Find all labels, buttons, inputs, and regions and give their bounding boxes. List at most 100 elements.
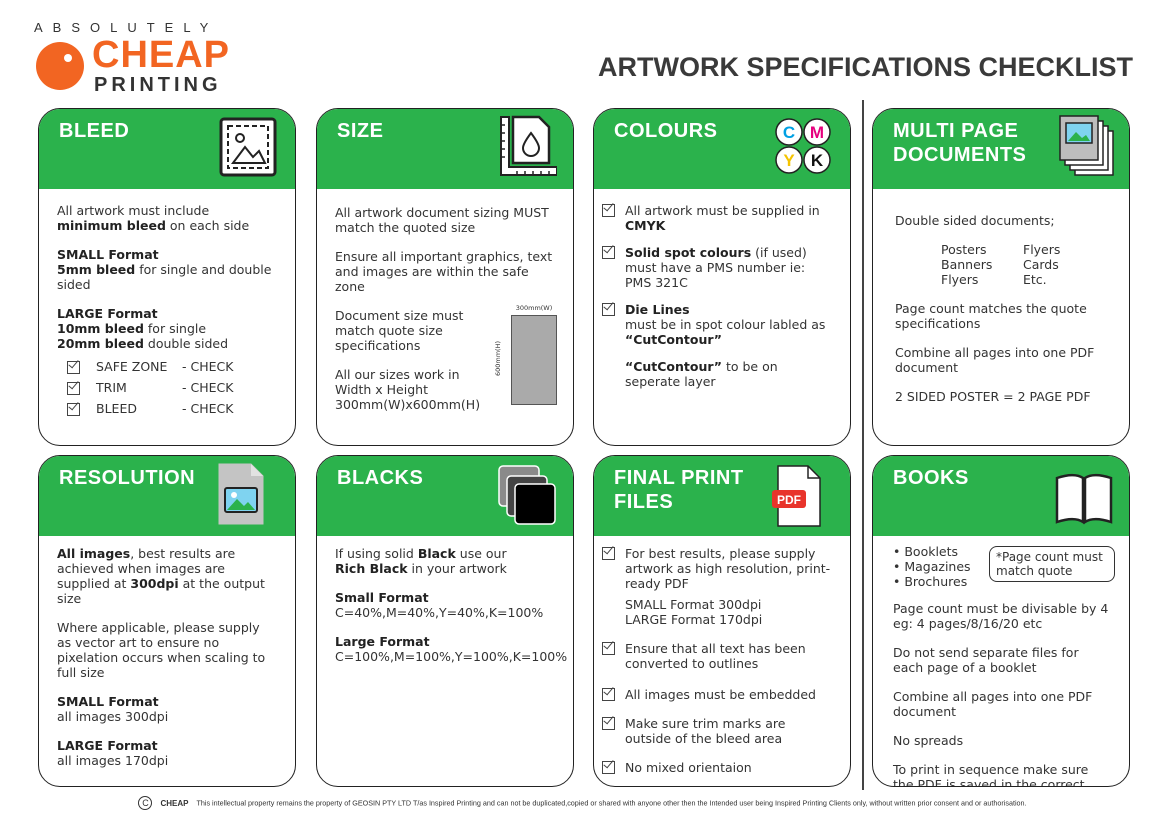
page-title: ARTWORK SPECIFICATIONS CHECKLIST bbox=[598, 52, 1133, 82]
checklist-item: Solid spot colours (if used) must have a… bbox=[602, 245, 832, 290]
resolution-p1: All images, best results are achieved wh… bbox=[57, 546, 277, 606]
footer-logo: CHEAP bbox=[160, 798, 189, 808]
dimension-height: 600mm(H) bbox=[494, 340, 503, 377]
blacks-p1: If using solid Black use our Rich Black … bbox=[335, 546, 555, 576]
column-divider bbox=[862, 100, 864, 790]
text: for single bbox=[143, 321, 207, 336]
heading: Small Format bbox=[335, 590, 429, 605]
card-title: RESOLUTION bbox=[59, 467, 196, 489]
card-header: BLEED bbox=[39, 109, 295, 189]
checklist-item: Ensure that all text has been converted … bbox=[602, 641, 832, 671]
text: , best results are achieved when images … bbox=[57, 546, 236, 591]
text-bold: Black bbox=[417, 546, 456, 561]
heading: LARGE Format bbox=[57, 306, 158, 321]
text-bold: CMYK bbox=[625, 218, 666, 233]
checklist-item: For best results, please supply artwork … bbox=[602, 546, 832, 591]
card-body: All images, best results are achieved wh… bbox=[39, 536, 295, 786]
multi-p4: 2 SIDED POSTER = 2 PAGE PDF bbox=[895, 389, 1091, 404]
bullet-item: • Brochures bbox=[893, 574, 968, 589]
checkbox-icon bbox=[602, 547, 615, 560]
heading: LARGE Format bbox=[57, 738, 158, 753]
image-bleed-icon bbox=[219, 117, 277, 177]
card-header: BLACKS bbox=[317, 456, 573, 536]
type-item: Flyers bbox=[1023, 242, 1061, 257]
pdf-label: PDF bbox=[777, 493, 801, 507]
checklist-item: Make sure trim marks are outside of the … bbox=[602, 716, 832, 746]
books-p5: To print in sequence make sure the PDF i… bbox=[893, 762, 1089, 787]
checkbox-icon bbox=[602, 717, 615, 730]
books-p1: Page count must be divisable by 4 eg: 4 … bbox=[893, 601, 1109, 631]
text: must be in spot colour labled as bbox=[625, 317, 826, 332]
logo-tagline: ABSOLUTELY bbox=[34, 20, 219, 35]
card-title: BLACKS bbox=[337, 467, 424, 489]
card-title: BLEED bbox=[59, 120, 130, 142]
checklist-item: No mixed orientaion bbox=[602, 760, 832, 775]
page-count-note: *Page count must match quote bbox=[989, 546, 1115, 582]
title-line: DOCUMENTS bbox=[893, 144, 1027, 166]
size-card: SIZE All artwork document sizing MUST ma… bbox=[316, 108, 574, 446]
document-rect bbox=[511, 315, 557, 405]
books-p3: Combine all pages into one PDF document bbox=[893, 689, 1093, 719]
check-status: - CHECK bbox=[182, 380, 234, 395]
bird-icon bbox=[36, 42, 84, 90]
text: for single and double sided bbox=[57, 262, 272, 292]
checklist-item: All images must be embedded bbox=[602, 687, 832, 702]
checkbox-icon bbox=[602, 246, 615, 259]
book-types: • Booklets• Magazines• Brochures bbox=[893, 544, 1111, 589]
check-label: TRIM bbox=[96, 380, 127, 395]
image-file-icon bbox=[218, 463, 264, 525]
books-p4: No spreads bbox=[893, 733, 964, 748]
text: LARGE Format 170dpi bbox=[625, 612, 763, 627]
item-text: Ensure that all text has been converted … bbox=[625, 641, 806, 671]
text: C=40%,M=40%,Y=40%,K=100% bbox=[335, 605, 544, 620]
colours-layer-note: “CutContour” to be on seperate layer bbox=[625, 359, 832, 389]
resolution-card: RESOLUTION All images, best results are … bbox=[38, 455, 296, 787]
title-line: FINAL PRINT bbox=[614, 467, 744, 489]
item-text: Solid spot colours (if used) must have a… bbox=[625, 245, 832, 290]
text: all images 170dpi bbox=[57, 753, 169, 768]
text-bold: All images bbox=[57, 546, 131, 561]
card-header: RESOLUTION bbox=[39, 456, 295, 536]
black-swatches-icon bbox=[498, 465, 556, 525]
type-item: Cards bbox=[1023, 257, 1059, 272]
text: all images 300dpi bbox=[57, 709, 169, 724]
size-p3: Document size must match quote size spec… bbox=[335, 308, 464, 353]
svg-text:Y: Y bbox=[783, 151, 795, 170]
multi-p2: Page count matches the quote specificati… bbox=[895, 301, 1087, 331]
text-bold: 20mm bleed bbox=[57, 336, 144, 351]
svg-text:C: C bbox=[783, 123, 795, 142]
check-status: - CHECK bbox=[182, 359, 234, 374]
text: to be on seperate layer bbox=[625, 359, 778, 389]
copyright-icon: C bbox=[138, 796, 153, 810]
text: If using solid bbox=[335, 546, 418, 561]
checkbox-icon bbox=[602, 204, 615, 217]
checkbox-icon bbox=[602, 303, 615, 316]
resolution-p2: Where applicable, please supply as vecto… bbox=[57, 620, 266, 680]
text: on each side bbox=[165, 218, 250, 233]
card-header: SIZE bbox=[317, 109, 573, 189]
title-line: MULTI PAGE bbox=[893, 120, 1019, 142]
pdf-file-icon: PDF bbox=[772, 465, 821, 527]
type-item: Banners bbox=[941, 257, 993, 272]
checkbox-icon bbox=[67, 360, 80, 374]
text: at the output size bbox=[57, 576, 265, 606]
text: in your artwork bbox=[407, 561, 507, 576]
card-header: BOOKS bbox=[873, 456, 1129, 536]
